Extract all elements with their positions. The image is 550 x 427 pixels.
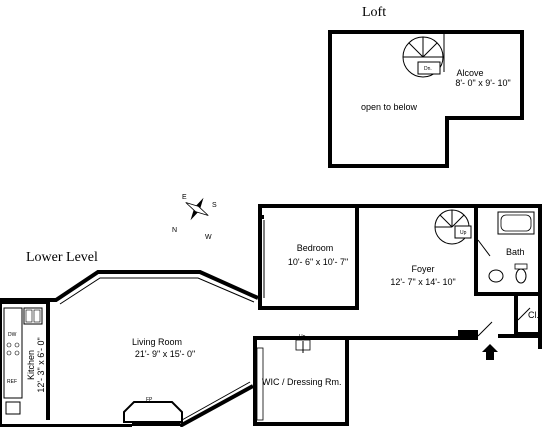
- stair-tread: [422, 42, 438, 58]
- kitchen-sink-basin: [33, 309, 41, 323]
- bedroom-dims: 10'- 6" x 10'- 7": [288, 257, 348, 267]
- wic-wall-left: [253, 336, 257, 426]
- bath-wall-bottom: [474, 292, 538, 296]
- east-wall: [538, 204, 542, 349]
- closet-label: Cl.: [528, 310, 539, 320]
- bedroom-label: Bedroom: [297, 243, 334, 253]
- living-north-window: [59, 277, 255, 305]
- kitchen-counter: [3, 307, 23, 399]
- wic-shelf: [256, 347, 264, 421]
- loft-wall-right: [520, 30, 524, 120]
- open-below-label: open to below: [361, 102, 418, 112]
- foyer-stair-landing: [454, 225, 472, 239]
- wic-wall-right: [345, 336, 349, 426]
- refrigerator-label: REF: [7, 379, 17, 385]
- stair-tread: [451, 214, 465, 228]
- kitchen-wall: [46, 300, 50, 420]
- compass-rose: E S N W: [172, 194, 217, 241]
- fireplace: [123, 401, 183, 423]
- kitchen-sink-basin: [25, 309, 33, 323]
- entry-wall-left: [458, 330, 478, 340]
- bedroom-wall-bottom: [258, 306, 359, 310]
- compass-n: N: [172, 227, 177, 234]
- wic-wall-bottom: [253, 422, 349, 426]
- lower-level-plan: Bath Cl. Up Up WIC / Dressing Rm.: [0, 204, 542, 427]
- kitchen-appliance: [5, 401, 21, 415]
- entry-wall-right: [498, 334, 542, 338]
- kitchen-sink: [23, 307, 43, 325]
- bath-wall-top: [494, 204, 542, 208]
- range-burner: [14, 342, 20, 348]
- kitchen-label-group: Kitchen 12'- 3" x 6'- 0": [26, 337, 46, 392]
- foyer-wall-bottom: [355, 336, 462, 340]
- dishwasher-label: DW: [8, 332, 17, 338]
- foyer-label: Foyer: [411, 264, 434, 274]
- foyer-up-label: Up: [460, 230, 467, 236]
- alcove-label: Alcove: [456, 68, 483, 78]
- entry-arrow-icon: [482, 344, 498, 360]
- closet-wall: [514, 296, 518, 336]
- kitchen-wall-top: [0, 300, 50, 304]
- compass-s: S: [212, 202, 217, 209]
- kitchen-label: Kitchen: [26, 350, 36, 380]
- loft-dn-label: Dn.: [424, 66, 432, 72]
- toilet: [515, 268, 527, 284]
- stair-tread: [408, 42, 424, 58]
- loft-wall-alcove-bottom: [445, 116, 524, 120]
- range-burner: [14, 350, 20, 356]
- bathtub-basin: [500, 214, 532, 232]
- loft-wall-left: [328, 30, 332, 168]
- upper-wall-top: [258, 204, 498, 208]
- fireplace-label: FP: [146, 397, 153, 403]
- wic-label: WIC / Dressing Rm.: [262, 377, 342, 387]
- bedroom-wall-left: [258, 204, 262, 310]
- living-west-bottom-wall: [0, 300, 132, 427]
- wic-up-label: Up: [299, 334, 306, 340]
- stair-tread: [439, 214, 453, 228]
- loft-wall-top: [328, 30, 524, 34]
- compass-w: W: [205, 234, 212, 241]
- toilet-tank: [514, 263, 528, 270]
- loft-wall-bottom: [328, 164, 449, 168]
- living-room-label: Living Room: [132, 337, 182, 347]
- compass-needle-cross: [185, 202, 209, 216]
- living-north-bay-wall: [0, 270, 259, 302]
- foyer-dims: 12'- 7" x 14'- 10": [390, 277, 455, 287]
- kitchen-dims: 12'- 3" x 6'- 0": [36, 337, 46, 392]
- bath-label: Bath: [506, 247, 525, 257]
- bedroom-wall-right: [355, 204, 359, 310]
- living-south-bay-wall: [179, 384, 254, 427]
- closet-door: [517, 307, 531, 321]
- living-south-window: [181, 381, 251, 421]
- living-wall-bottom: [132, 422, 180, 426]
- bath-door: [477, 239, 491, 257]
- range-burner: [6, 342, 12, 348]
- entry-door: [477, 321, 493, 337]
- loft-plan: Dn. Alcove 8'- 0" x 9'- 10" open to belo…: [328, 30, 524, 168]
- loft-wall-step: [445, 116, 449, 168]
- wic-wall-top: [253, 336, 359, 340]
- sink: [488, 269, 504, 283]
- bedroom-jamb: [258, 215, 264, 219]
- bath-wall-left: [474, 204, 478, 296]
- lower-level-title: Lower Level: [26, 250, 98, 265]
- stair-landing: [417, 61, 441, 75]
- alcove-dims: 8'- 0" x 9'- 10": [455, 78, 510, 88]
- living-room-dims: 21'- 9" x 15'- 0": [135, 349, 195, 359]
- loft-title: Loft: [362, 5, 386, 20]
- compass-e: E: [182, 194, 187, 201]
- range-burner: [6, 350, 12, 356]
